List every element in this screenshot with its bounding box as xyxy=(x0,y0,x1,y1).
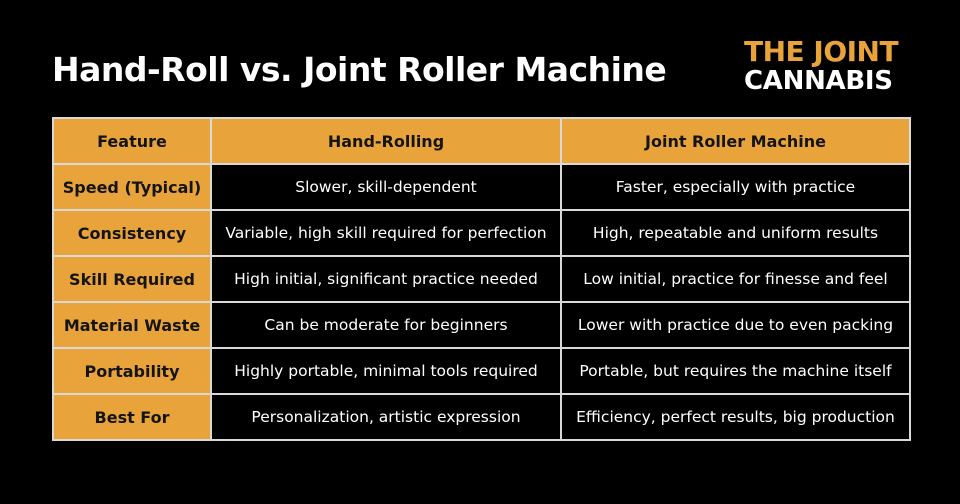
row-feature: Speed (Typical) xyxy=(52,163,212,211)
logo-line-2: CANNABIS xyxy=(744,66,893,96)
row-feature: Best For xyxy=(52,393,212,441)
row-hand-rolling-value: Can be moderate for beginners xyxy=(210,301,562,349)
header-hand-rolling: Hand-Rolling xyxy=(210,117,562,165)
row-machine-value: Low initial, practice for finesse and fe… xyxy=(560,255,911,303)
table-header-row: Feature Hand-Rolling Joint Roller Machin… xyxy=(52,117,911,165)
row-hand-rolling-value: Slower, skill-dependent xyxy=(210,163,562,211)
row-machine-value: Lower with practice due to even packing xyxy=(560,301,911,349)
table-row: Speed (Typical) Slower, skill-dependent … xyxy=(52,163,911,211)
row-feature: Portability xyxy=(52,347,212,395)
row-feature: Skill Required xyxy=(52,255,212,303)
row-machine-value: Efficiency, perfect results, big product… xyxy=(560,393,911,441)
header-feature: Feature xyxy=(52,117,212,165)
table-row: Portability Highly portable, minimal too… xyxy=(52,347,911,395)
row-feature: Material Waste xyxy=(52,301,212,349)
row-hand-rolling-value: Variable, high skill required for perfec… xyxy=(210,209,562,257)
header-joint-roller-machine: Joint Roller Machine xyxy=(560,117,911,165)
row-feature: Consistency xyxy=(52,209,212,257)
table-row: Consistency Variable, high skill require… xyxy=(52,209,911,257)
row-hand-rolling-value: Personalization, artistic expression xyxy=(210,393,562,441)
logo-line-1: THE JOINT xyxy=(744,35,899,68)
row-hand-rolling-value: Highly portable, minimal tools required xyxy=(210,347,562,395)
row-machine-value: Faster, especially with practice xyxy=(560,163,911,211)
row-machine-value: High, repeatable and uniform results xyxy=(560,209,911,257)
row-hand-rolling-value: High initial, significant practice neede… xyxy=(210,255,562,303)
table-row: Best For Personalization, artistic expre… xyxy=(52,393,911,441)
row-machine-value: Portable, but requires the machine itsel… xyxy=(560,347,911,395)
brand-logo: THE JOINT CANNABIS xyxy=(744,35,916,96)
table-row: Material Waste Can be moderate for begin… xyxy=(52,301,911,349)
comparison-table: Feature Hand-Rolling Joint Roller Machin… xyxy=(52,117,911,441)
page-title: Hand-Roll vs. Joint Roller Machine xyxy=(52,50,667,89)
table-row: Skill Required High initial, significant… xyxy=(52,255,911,303)
